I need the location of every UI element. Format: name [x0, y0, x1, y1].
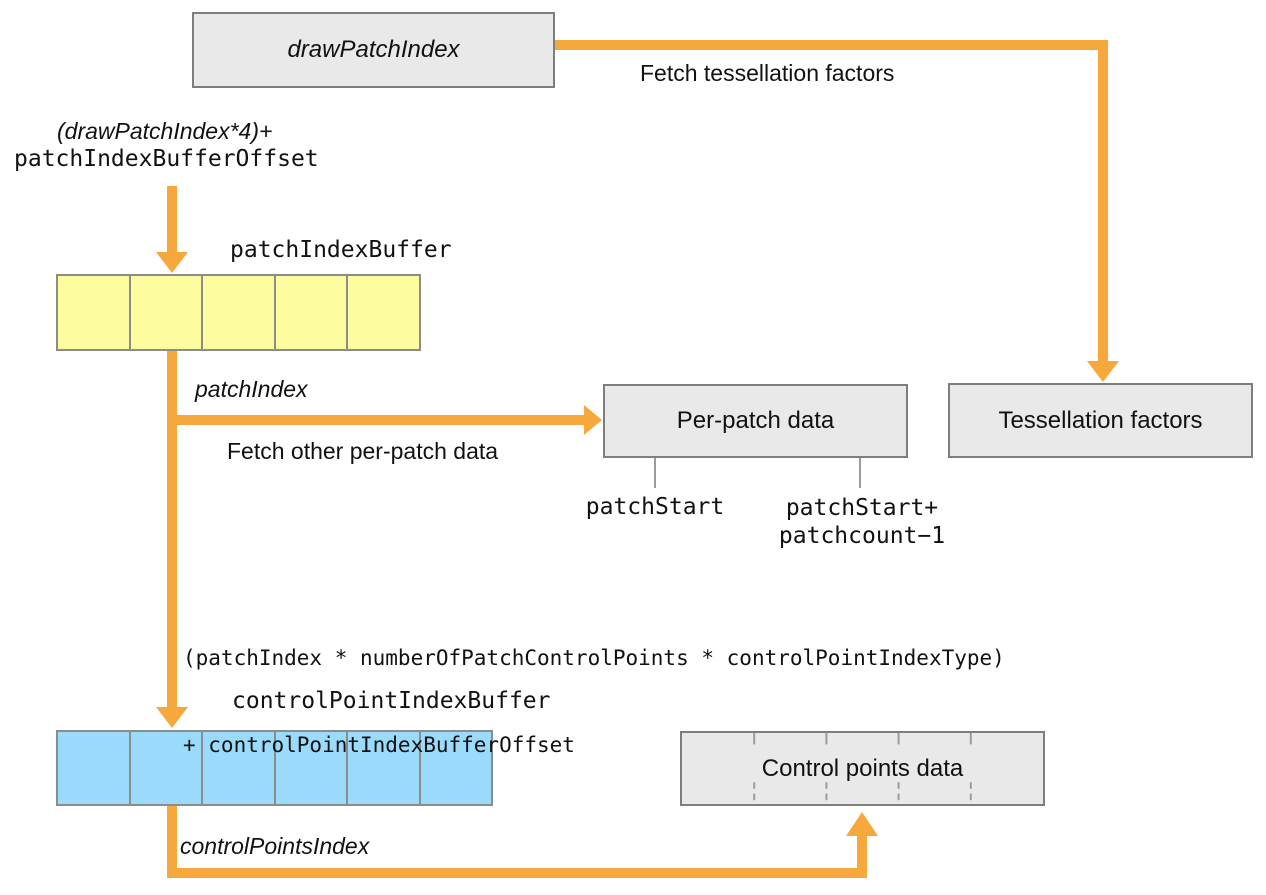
buffer-cell	[128, 732, 201, 804]
buffer-cell	[128, 276, 202, 349]
control-points-data-box: Control points data	[680, 731, 1045, 806]
patch-end-tick	[859, 458, 861, 488]
buffer-cell	[201, 276, 274, 349]
arrow-control-points-vertical	[167, 805, 177, 868]
buffer-cell	[346, 276, 419, 349]
patch-start-label: patchStart	[585, 494, 725, 520]
tessellation-factors-box-label: Tessellation factors	[998, 406, 1203, 434]
patch-start-tick	[654, 458, 656, 488]
buffer-cell	[273, 732, 346, 804]
arrow-control-points-horizontal	[167, 868, 867, 878]
patch-index-buffer-label: patchIndexBuffer	[230, 237, 452, 263]
patch-index-label: patchIndex	[195, 376, 308, 402]
draw-patch-index-box: drawPatchIndex	[192, 12, 555, 88]
control-point-offset-formula-line1: (patchIndex * numberOfPatchControlPoints…	[183, 646, 1005, 670]
patch-start-plus-count-label: patchStart+patchcount−1	[779, 494, 945, 550]
patch-index-offset-formula-line2: patchIndexBufferOffset	[14, 146, 319, 172]
fetch-other-per-patch-data-label: Fetch other per-patch data	[227, 438, 499, 464]
patch-start-plus-line: patchStart+	[785, 495, 939, 521]
arrowhead-into-per-patch-data-icon	[584, 405, 602, 435]
patch-index-buffer	[56, 274, 421, 351]
arrow-fetch-tess-horizontal	[553, 40, 1108, 50]
control-point-index-buffer	[56, 730, 493, 806]
buffer-cell	[346, 732, 419, 804]
tessellation-factors-box: Tessellation factors	[948, 383, 1253, 458]
patch-index-offset-formula-line1: (drawPatchIndex*4)+	[57, 118, 273, 144]
buffer-cell	[418, 732, 491, 804]
control-points-data-box-label: Control points data	[761, 754, 964, 782]
draw-patch-index-box-label: drawPatchIndex	[287, 36, 460, 63]
buffer-cell	[273, 276, 347, 349]
control-point-offset-formula-line2: + controlPointIndexBufferOffset	[183, 733, 575, 757]
patch-count-minus-one-line: patchcount−1	[778, 523, 946, 549]
arrow-fetch-per-patch-horizontal	[167, 415, 584, 425]
arrow-patch-index-vertical	[167, 350, 177, 707]
arrow-control-points-up-shaft	[857, 836, 867, 878]
per-patch-data-box: Per-patch data	[603, 384, 908, 458]
per-patch-data-box-label: Per-patch data	[676, 407, 835, 434]
buffer-cell	[201, 732, 274, 804]
control-point-offset-formula: (patchIndex * numberOfPatchControlPoints…	[183, 586, 1005, 818]
arrowhead-into-tessellation-factors-icon	[1087, 361, 1119, 382]
arrowhead-into-control-point-index-buffer-icon	[156, 707, 188, 728]
arrowhead-into-patch-index-buffer-icon	[156, 252, 188, 273]
arrow-into-patch-index-buffer-shaft	[167, 186, 177, 252]
control-points-index-label: controlPointsIndex	[180, 833, 370, 859]
buffer-cell	[58, 732, 129, 804]
arrow-fetch-tess-vertical	[1098, 40, 1108, 361]
fetch-tessellation-factors-label: Fetch tessellation factors	[640, 60, 895, 86]
buffer-cell	[58, 276, 129, 349]
arrowhead-into-control-points-data-icon	[846, 812, 878, 836]
control-point-index-buffer-label: controlPointIndexBuffer	[232, 688, 551, 714]
